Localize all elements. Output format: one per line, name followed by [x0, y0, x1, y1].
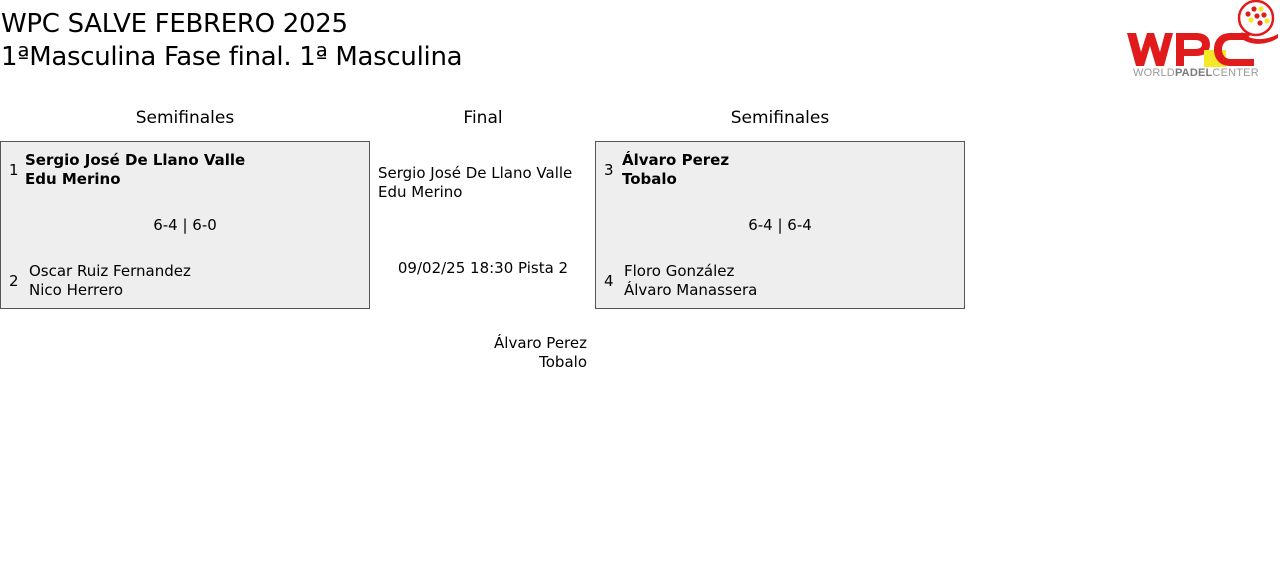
- final-heading: Final: [463, 108, 503, 128]
- final-team-bottom: Álvaro Perez Tobalo: [440, 334, 587, 372]
- wpc-logo-mark: [1127, 0, 1278, 67]
- player-name: Álvaro Perez: [494, 334, 587, 352]
- final-team-top: Sergio José De Llano Valle Edu Merino: [378, 164, 572, 202]
- player-name: Álvaro Manassera: [624, 281, 758, 299]
- match-score: 6-4 | 6-4: [748, 216, 812, 234]
- player-name: Edu Merino: [25, 170, 121, 188]
- logo-wordmark: WORLDPADELCENTER: [1133, 67, 1259, 79]
- team-seed: 3: [604, 161, 614, 179]
- player-name: Nico Herrero: [29, 281, 124, 299]
- match-score: 6-4 | 6-0: [153, 216, 217, 234]
- semifinal-left-heading: Semifinales: [135, 108, 235, 128]
- semifinal-match-left[interactable]: 1 Sergio José De Llano Valle Edu Merino …: [0, 141, 370, 309]
- final-schedule: 09/02/25 18:30 Pista 2: [397, 259, 569, 277]
- player-name: Edu Merino: [378, 183, 463, 201]
- player-name: Tobalo: [539, 353, 587, 371]
- player-name: Álvaro Perez: [622, 151, 730, 169]
- semifinal-match-right[interactable]: 3 Álvaro Perez Tobalo 6-4 | 6-4 4 Floro …: [595, 141, 965, 309]
- player-name: Tobalo: [622, 170, 677, 188]
- page-title: WPC SALVE FEBRERO 2025: [1, 9, 348, 39]
- player-name: Oscar Ruiz Fernandez: [29, 262, 191, 280]
- player-name: Floro González: [624, 262, 735, 280]
- team-seed: 4: [604, 272, 614, 290]
- team-seed: 1: [9, 161, 19, 179]
- player-name: Sergio José De Llano Valle: [378, 164, 573, 182]
- team-seed: 2: [9, 272, 19, 290]
- wpc-logo: WORLDPADELCENTER: [1124, 0, 1280, 88]
- page-subtitle: 1ªMasculina Fase final. 1ª Masculina: [1, 42, 463, 72]
- player-name: Sergio José De Llano Valle: [25, 151, 246, 169]
- semifinal-right-heading: Semifinales: [730, 108, 830, 128]
